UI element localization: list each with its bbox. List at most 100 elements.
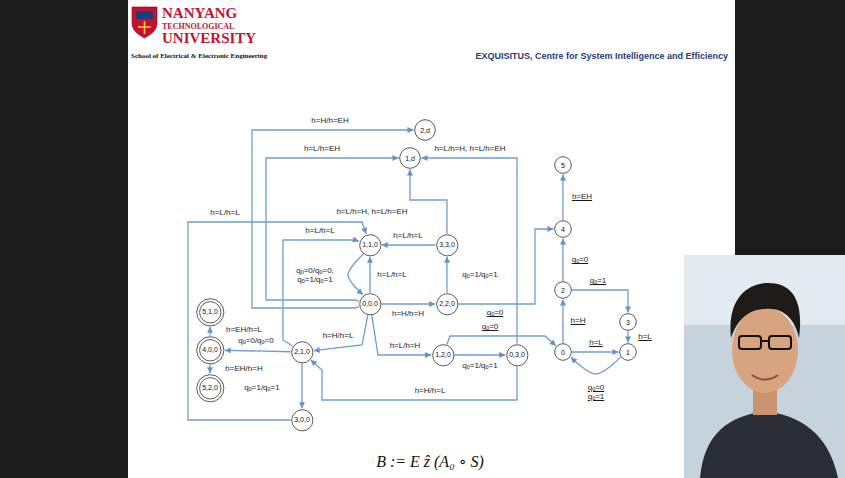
state-name: 0,3,0 xyxy=(509,351,525,358)
state-circle: 2,d xyxy=(414,119,436,141)
state-name: 1,1,0 xyxy=(362,241,378,248)
university-name: TECHNOLOGICAL xyxy=(162,22,234,31)
slide xyxy=(128,0,735,478)
circle-outline xyxy=(620,344,637,361)
state-name: 3,3,0 xyxy=(439,241,455,248)
circle-outline xyxy=(196,374,223,401)
transition-arrow xyxy=(209,327,210,336)
state-circle: 0 xyxy=(554,343,572,361)
state-name: 3,0,0 xyxy=(294,416,310,423)
circle-outline xyxy=(436,293,457,314)
transition-label: qₒ=0/qₒ=0 xyxy=(237,336,274,345)
transition-label: h=H xyxy=(570,316,587,325)
university-name: UNIVERSITY xyxy=(162,30,256,47)
state-name: 5,2,0 xyxy=(202,384,218,391)
circle-outline xyxy=(506,344,527,365)
transition-arrow xyxy=(410,170,447,234)
school-name: School of Electrical & Electronic Engine… xyxy=(131,52,267,60)
transition-arrow xyxy=(301,363,302,408)
transition-arrow xyxy=(572,351,619,352)
circle-outline xyxy=(555,157,572,174)
accepting-state: 5,2,0 xyxy=(196,374,225,403)
transition-label: qₒ=1/qₒ=1 xyxy=(461,270,498,279)
formula: B := E ẑ (A₀ ∘ S) xyxy=(376,452,484,471)
circle-outline xyxy=(400,148,421,169)
state-name: 0 xyxy=(561,349,565,356)
transition-label: qₒ=0 xyxy=(486,308,505,317)
circle-outline xyxy=(359,293,380,314)
state-name: 2,d xyxy=(420,127,430,134)
state-name: 0,0,0 xyxy=(362,300,378,307)
circle-outline xyxy=(432,344,453,365)
transition-label: qₒ=1/qₒ=1 xyxy=(461,361,498,370)
transition-arrow xyxy=(381,303,435,304)
circle-outline xyxy=(555,282,572,299)
transition-label: h=EH xyxy=(571,192,593,201)
transition-label: h=H/h=L xyxy=(322,331,355,340)
circle-outline xyxy=(196,298,223,325)
transition-label: h=L/h=L xyxy=(392,231,423,240)
state-name: 2,1,0 xyxy=(294,348,310,355)
transition-arrow xyxy=(571,357,621,374)
transition-label: h=L/h=H, h=L/h=EH xyxy=(335,207,408,216)
state-circle: 4 xyxy=(554,220,572,238)
transition-arrow xyxy=(447,336,556,346)
state-circle: 3 xyxy=(619,313,637,331)
state-name: 3 xyxy=(626,319,630,326)
circle-outline xyxy=(555,344,572,361)
transition-arrow xyxy=(572,290,628,313)
centre-heading: EXQUISITUS, Centre for System Intelligen… xyxy=(475,51,728,61)
circle-outline xyxy=(415,120,436,141)
transition-arrow xyxy=(422,158,518,344)
transition-arrow xyxy=(348,254,363,295)
speaker-photo xyxy=(684,255,845,478)
transition-label: h=L/h=EH xyxy=(303,144,341,153)
transition-label: h=H/h=L xyxy=(414,386,447,395)
state-circle: 3,3,0 xyxy=(436,234,459,257)
state-name: 2,2,0 xyxy=(439,300,455,307)
transition-label: h=L/h=L xyxy=(304,226,335,235)
state-circle: 1,d xyxy=(399,147,421,169)
state-circle: 1,2,0 xyxy=(432,344,455,367)
transition-arrow xyxy=(446,257,447,293)
transition-arrow xyxy=(225,350,291,351)
transition-label: qₒ=0 xyxy=(481,322,500,331)
transition-label: qₒ=0/qₒ=0, qₒ=1/qₒ=1 xyxy=(287,266,343,284)
state-circle: 3,0,0 xyxy=(291,409,314,432)
transition-arrow xyxy=(627,331,628,343)
state-name: 4,0,0 xyxy=(202,346,218,353)
state-circle: 2,2,0 xyxy=(436,293,459,316)
transition-label: h=L/h=H xyxy=(389,341,422,350)
transition-arrow xyxy=(311,360,517,400)
circle-outline xyxy=(620,314,637,331)
transition-label: h=L/h=L xyxy=(209,208,240,217)
transition-label: h=L/h=L xyxy=(376,270,407,279)
transition-arrow xyxy=(252,130,414,308)
state-name: 2 xyxy=(561,287,565,294)
transition-label: qₒ=0 qₒ=1 xyxy=(580,383,612,401)
state-name: 1,2,0 xyxy=(435,351,451,358)
transition-arrow xyxy=(562,239,563,282)
circle-outline xyxy=(436,234,457,255)
transition-label: h=EH/h=H xyxy=(224,364,263,373)
state-name: 4 xyxy=(561,226,565,233)
university-crest xyxy=(132,7,157,38)
transition-label: qₒ=0 xyxy=(571,255,590,264)
transition-arrow xyxy=(314,315,368,351)
transition-arrow xyxy=(369,257,370,293)
transition-label: h=L xyxy=(588,338,604,347)
inner-circle xyxy=(199,301,220,322)
university-name: NANYANG xyxy=(162,5,237,22)
transition-label: qₒ=1/qₒ=1 xyxy=(243,383,280,392)
inner-circle xyxy=(199,377,220,398)
accepting-state: 4,0,0 xyxy=(196,336,225,365)
transition-arrow xyxy=(562,300,563,344)
transition-label: h=L/h=H, h=L/h=EH xyxy=(433,144,506,153)
circle-outline xyxy=(196,336,223,363)
transition-label: h=H/h=EH xyxy=(310,116,349,125)
transition-label: qₒ=1 xyxy=(589,276,608,285)
transition-arrow xyxy=(283,240,359,346)
transition-arrow xyxy=(562,175,563,221)
transition-arrow xyxy=(458,229,553,304)
inner-circle xyxy=(199,339,220,360)
